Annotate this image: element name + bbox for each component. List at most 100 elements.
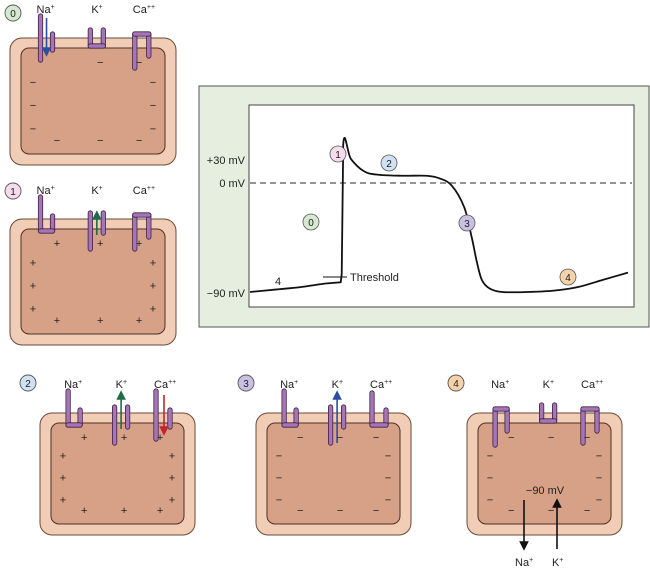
phase-marker-4: 4 bbox=[559, 268, 577, 286]
membrane-charge-sign: − bbox=[508, 505, 514, 517]
phase-badge-circle bbox=[19, 374, 37, 392]
membrane-charge-sign: − bbox=[30, 77, 36, 89]
membrane-charge-sign: − bbox=[276, 473, 282, 485]
membrane-charge-sign: − bbox=[136, 57, 142, 69]
membrane-charge-sign: − bbox=[385, 450, 391, 462]
na-channel bbox=[65, 388, 83, 428]
membrane-charge-sign: − bbox=[373, 432, 379, 444]
membrane-charge-sign: − bbox=[276, 495, 282, 507]
phase-badge: 1 bbox=[4, 182, 22, 200]
phase-badge-circle bbox=[559, 268, 577, 286]
membrane-charge-sign: − bbox=[136, 135, 142, 147]
phase-badge-number: 3 bbox=[243, 379, 249, 390]
membrane-charge-sign: + bbox=[60, 495, 66, 507]
phase-badge-number: 1 bbox=[335, 150, 341, 161]
cell-cytoplasm bbox=[50, 422, 185, 525]
phase-marker-1: 1 bbox=[329, 145, 347, 163]
resting-potential-label: −90 mV bbox=[526, 485, 565, 497]
phase-badge-circle bbox=[237, 374, 255, 392]
membrane-charge-sign: − bbox=[297, 505, 303, 517]
phase-badge-number: 4 bbox=[565, 273, 571, 284]
pump-k-label: K+ bbox=[552, 557, 563, 569]
membrane-charge-sign: − bbox=[385, 473, 391, 485]
membrane-charge-sign: + bbox=[121, 505, 127, 517]
phase-badge-number: 2 bbox=[25, 379, 31, 390]
cell-cytoplasm bbox=[477, 422, 612, 525]
membrane-charge-sign: + bbox=[150, 281, 156, 293]
action-potential-panel: +30 mV 0 mV −90 mV Threshold 4 0 1 2 3 4 bbox=[198, 85, 650, 328]
membrane-charge-sign: − bbox=[54, 135, 60, 147]
action-potential-curve bbox=[249, 136, 629, 294]
phase-marker-3: 3 bbox=[458, 214, 476, 232]
ca-ion-label: Ca++ bbox=[581, 379, 603, 391]
na-channel bbox=[37, 194, 56, 234]
phase-badge-circle bbox=[4, 4, 22, 22]
phase-badge-number: 2 bbox=[386, 159, 392, 170]
membrane-charge-sign: + bbox=[157, 432, 163, 444]
phase-badge-circle bbox=[380, 154, 398, 172]
membrane-charge-sign: − bbox=[30, 100, 36, 112]
ca-channel bbox=[132, 31, 152, 71]
membrane-charge-sign: − bbox=[337, 432, 343, 444]
membrane-charge-sign: + bbox=[150, 304, 156, 316]
membrane-charge-sign: − bbox=[487, 450, 493, 462]
phase-badge-number: 0 bbox=[10, 9, 16, 20]
k-ion-label: K+ bbox=[91, 185, 102, 197]
membrane-charge-sign: − bbox=[596, 495, 602, 507]
membrane-charge-sign: + bbox=[30, 304, 36, 316]
cell-cytoplasm bbox=[20, 47, 166, 155]
na-ion-label: Na+ bbox=[491, 379, 509, 391]
cell-cytoplasm bbox=[20, 228, 166, 335]
membrane-charge-sign: − bbox=[508, 432, 514, 444]
membrane-charge-sign: + bbox=[97, 315, 103, 327]
membrane-charge-sign: + bbox=[60, 473, 66, 485]
membrane-charge-sign: + bbox=[97, 238, 103, 250]
membrane-charge-sign: − bbox=[97, 57, 103, 69]
phase-badge-circle bbox=[447, 374, 465, 392]
membrane-charge-sign: − bbox=[548, 432, 554, 444]
phase-badge-circle bbox=[4, 182, 22, 200]
membrane-charge-sign: + bbox=[169, 473, 175, 485]
ca-channel bbox=[369, 390, 389, 428]
membrane-charge-sign: + bbox=[121, 432, 127, 444]
resting-phase-label: 4 bbox=[275, 276, 281, 288]
k-channel bbox=[538, 402, 558, 424]
pump-na-label: Na+ bbox=[515, 557, 533, 569]
membrane-charge-sign: − bbox=[548, 505, 554, 517]
k-channel bbox=[87, 27, 106, 49]
ca-ion-label: Ca++ bbox=[133, 185, 155, 197]
phase-badge-circle bbox=[329, 145, 347, 163]
membrane-charge-sign: − bbox=[596, 473, 602, 485]
membrane-charge-sign: − bbox=[276, 450, 282, 462]
phase-badge-number: 1 bbox=[10, 187, 16, 198]
k-ion-label: K+ bbox=[332, 379, 343, 391]
ca-ion-label: Ca++ bbox=[154, 379, 176, 391]
phase-marker-0: 0 bbox=[302, 213, 320, 231]
phase-marker-2: 2 bbox=[380, 154, 398, 172]
cell-cytoplasm bbox=[266, 422, 401, 525]
membrane-charge-sign: + bbox=[81, 432, 87, 444]
na-ion-label: Na+ bbox=[37, 4, 55, 16]
phase-badge: 3 bbox=[237, 374, 255, 392]
membrane-charge-sign: − bbox=[150, 123, 156, 135]
membrane-charge-sign: − bbox=[584, 432, 590, 444]
na-channel bbox=[281, 388, 299, 428]
k-ion-label: K+ bbox=[543, 379, 554, 391]
ca-ion-label: Ca++ bbox=[133, 4, 155, 16]
membrane-charge-sign: + bbox=[30, 281, 36, 293]
membrane-charge-sign: + bbox=[136, 238, 142, 250]
membrane-charge-sign: − bbox=[487, 495, 493, 507]
membrane-charge-sign: − bbox=[584, 505, 590, 517]
membrane-charge-sign: − bbox=[30, 123, 36, 135]
membrane-charge-sign: + bbox=[169, 495, 175, 507]
membrane-charge-sign: − bbox=[373, 505, 379, 517]
k-ion-label: K+ bbox=[116, 379, 127, 391]
membrane-charge-sign: − bbox=[385, 495, 391, 507]
membrane-charge-sign: + bbox=[54, 315, 60, 327]
membrane-charge-sign: + bbox=[169, 450, 175, 462]
phase-badge-number: 0 bbox=[308, 218, 314, 229]
y-tick-label: +30 mV bbox=[207, 155, 246, 167]
membrane-charge-sign: + bbox=[30, 258, 36, 270]
